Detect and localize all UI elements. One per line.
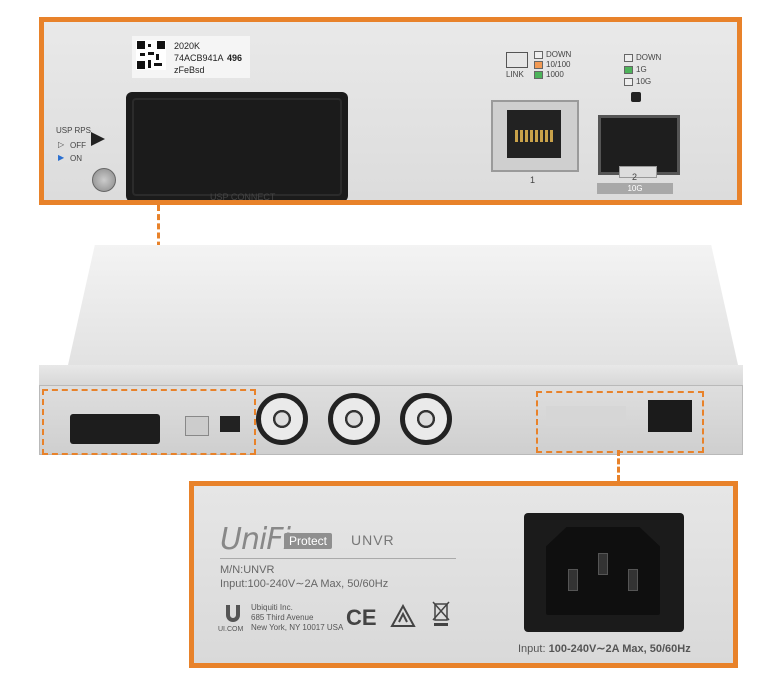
on-label: ON bbox=[70, 154, 82, 163]
reset-button bbox=[631, 92, 641, 102]
rj45-port bbox=[491, 100, 579, 172]
rear-ports-callout: 2020K 74ACB941A 496 zFeBsd USP RPS ▷ OFF… bbox=[39, 17, 742, 205]
ce-mark: CE bbox=[346, 605, 377, 630]
socket-pin-left bbox=[568, 569, 578, 591]
screw-icon bbox=[92, 168, 116, 192]
port-1-label: 1 bbox=[530, 175, 536, 185]
off-indicator-icon: ▷ bbox=[58, 140, 65, 149]
serial-line-3: zFeBsd bbox=[174, 65, 205, 75]
rj45-led-1000: 1000 bbox=[534, 70, 564, 79]
socket-power-rating: Input: 100-240V∼2A Max, 50/60Hz bbox=[518, 643, 691, 655]
socket-pin-earth bbox=[598, 553, 608, 575]
off-label: OFF bbox=[70, 141, 86, 150]
link-icon bbox=[506, 52, 528, 68]
nvr-chassis-top bbox=[68, 245, 738, 365]
sfp-port bbox=[598, 115, 680, 178]
usp-rps-button-icon bbox=[91, 132, 105, 146]
serial-line-2: 74ACB941A bbox=[174, 53, 224, 63]
fan-2-icon bbox=[328, 393, 380, 445]
sfp-speed-label: 10G bbox=[597, 183, 673, 194]
power-highlight bbox=[536, 391, 704, 453]
serial-suffix: 496 bbox=[227, 53, 243, 63]
power-label-callout: UniFi Protect UNVR M/N:UNVR Input:100-24… bbox=[189, 481, 738, 668]
fan-1-icon bbox=[256, 393, 308, 445]
mini-usp-port bbox=[70, 414, 160, 444]
company-line-2: 685 Third Avenue bbox=[251, 613, 314, 622]
company-line-3: New York, NY 10017 USA bbox=[251, 623, 344, 632]
nvr-chassis-edge bbox=[39, 365, 743, 387]
socket-pin-right bbox=[628, 569, 638, 591]
on-indicator-icon: ▶ bbox=[58, 153, 65, 162]
ports-highlight bbox=[42, 389, 256, 455]
usp-connect-port bbox=[126, 92, 348, 200]
mini-power-socket bbox=[648, 400, 692, 432]
sfp-led-down: DOWN bbox=[624, 53, 661, 62]
mn-line: M/N:UNVR bbox=[220, 564, 275, 576]
company-line-1: Ubiquiti Inc. bbox=[251, 603, 293, 612]
fan-3-icon bbox=[400, 393, 452, 445]
qr-code-icon bbox=[136, 40, 166, 70]
rcm-mark-icon bbox=[390, 603, 416, 633]
mini-label bbox=[546, 406, 626, 426]
nvr-rear-panel bbox=[39, 385, 743, 455]
iec-power-socket bbox=[524, 513, 684, 632]
usp-connect-label: USP CONNECT bbox=[210, 192, 276, 202]
model-name: UNVR bbox=[351, 532, 395, 548]
link-label: LINK bbox=[506, 70, 524, 79]
port-2-label: 2 bbox=[632, 172, 638, 182]
label-divider bbox=[220, 558, 456, 559]
mini-sfp-port bbox=[220, 416, 240, 432]
ui-com: UI.COM bbox=[218, 626, 244, 633]
usp-rps-label: USP RPS bbox=[56, 126, 91, 135]
serial-line-1: 2020K bbox=[174, 41, 201, 51]
sfp-led-10g: 10G bbox=[624, 77, 651, 86]
protect-badge: Protect bbox=[284, 533, 333, 549]
mini-rj45-port bbox=[185, 416, 209, 436]
sfp-led-1g: 1G bbox=[624, 65, 647, 74]
bottom-callout-connector bbox=[617, 450, 620, 481]
rj45-led-10-100: 10/100 bbox=[534, 60, 570, 69]
unifi-logo: UniFi bbox=[220, 522, 291, 557]
rj45-led-down: DOWN bbox=[534, 50, 571, 59]
input-rating: Input:100-240V∼2A Max, 50/60Hz bbox=[220, 578, 389, 590]
weee-bin-icon bbox=[430, 598, 452, 633]
ubiquiti-logo-icon bbox=[224, 603, 242, 629]
